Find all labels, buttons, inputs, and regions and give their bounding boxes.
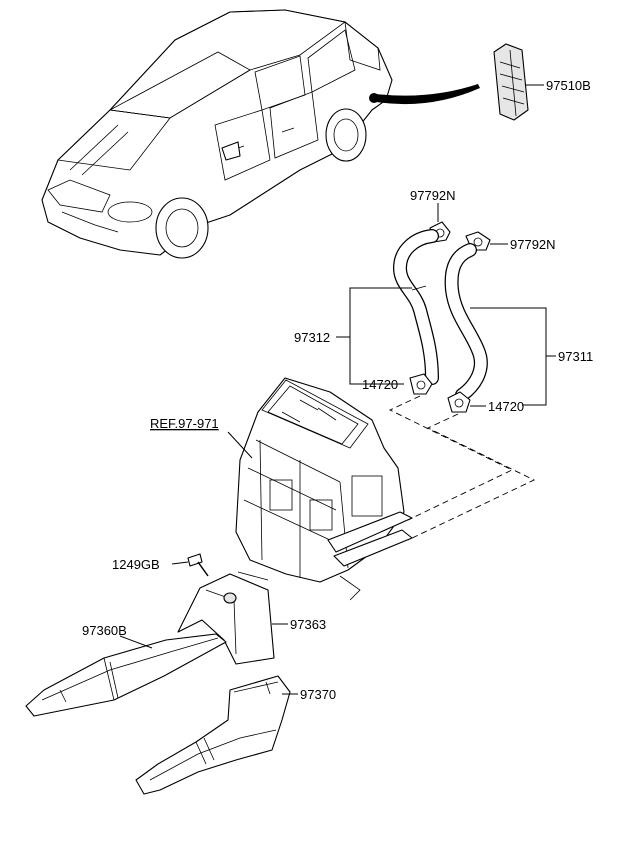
bolt-leader bbox=[171, 561, 189, 565]
duct-connector-part-number: 97363 bbox=[290, 617, 326, 632]
hose-left-part-number: 97312 bbox=[294, 330, 330, 345]
duct-left-part-number: 97360B bbox=[82, 623, 127, 638]
duct-right-part-number: 97370 bbox=[300, 687, 336, 702]
air-extractor-grille bbox=[493, 43, 529, 121]
heater-unit bbox=[235, 377, 413, 601]
heater-hose-right bbox=[444, 243, 488, 402]
hose-right-part-number: 97311 bbox=[558, 349, 593, 364]
upper-clamp-part-number: 97792N bbox=[410, 188, 456, 203]
lower-left-clamp bbox=[409, 373, 433, 395]
right-clamp-part-number: 97792N bbox=[510, 237, 556, 252]
location-arrow bbox=[376, 84, 480, 105]
hose-left-bracket bbox=[349, 287, 412, 385]
rear-duct-connector bbox=[177, 571, 275, 665]
rear-duct-left bbox=[25, 633, 227, 717]
lower-right-clamp bbox=[447, 391, 471, 413]
rear-duct-right bbox=[135, 675, 291, 795]
connection-dashed-right bbox=[407, 413, 536, 541]
bolt-part-number: 1249GB bbox=[112, 557, 160, 572]
duct-left-leader bbox=[119, 635, 153, 649]
lower-left-clamp-part-number: 14720 bbox=[362, 377, 398, 392]
heater-ref-leader bbox=[227, 431, 253, 459]
lower-right-clamp-part-number: 14720 bbox=[488, 399, 524, 414]
heater-hose-left bbox=[392, 229, 439, 385]
bolt bbox=[187, 553, 209, 577]
heater-ref-label: REF.97-971 bbox=[150, 416, 219, 431]
car-illustration bbox=[41, 9, 393, 259]
grille-part-number: 97510B bbox=[546, 78, 591, 93]
connection-dashed-left bbox=[388, 395, 514, 521]
